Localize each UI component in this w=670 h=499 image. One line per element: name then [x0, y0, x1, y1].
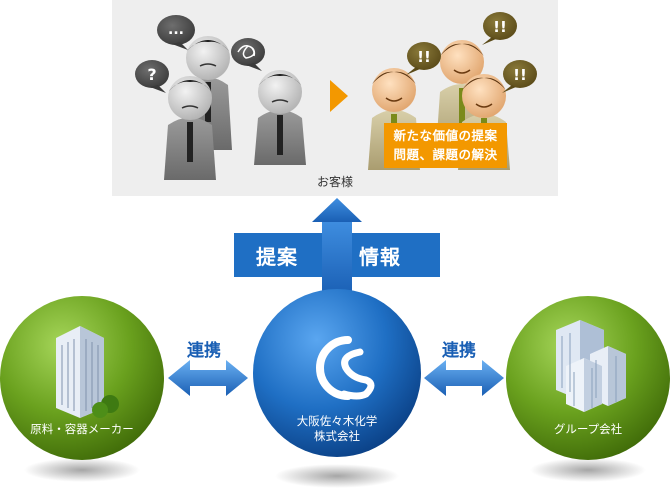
company-circle [253, 289, 421, 457]
solution-line-2: 問題、課題の解決 [393, 147, 498, 162]
office-building-icon [56, 326, 119, 418]
svg-text:...: ... [168, 22, 184, 38]
supplier-label: 原料・容器メーカー [30, 422, 134, 436]
building-cluster-icon [556, 320, 626, 412]
shadow [530, 458, 646, 482]
shadow [24, 458, 140, 482]
right-double-arrow-icon [424, 360, 504, 396]
right-link-label: 連携 [442, 341, 476, 361]
svg-text:!!: !! [493, 18, 507, 36]
left-double-arrow-icon [168, 360, 248, 396]
information-label: 情報 [359, 245, 401, 269]
speech-bubble-exclamation-icon: !! [502, 60, 537, 93]
svg-text:!!: !! [513, 66, 527, 84]
solution-line-1: 新たな価値の提案 [393, 128, 498, 143]
company-name: 大阪佐々木化学 株式会社 [277, 414, 397, 444]
up-arrow-icon [312, 198, 362, 296]
company-logo-icon [316, 336, 375, 400]
worried-person [164, 76, 216, 180]
svg-text:?: ? [147, 65, 156, 84]
left-link-label: 連携 [187, 341, 221, 361]
speech-bubble-exclamation-icon: !! [482, 12, 517, 45]
worried-person [254, 70, 306, 165]
speech-bubble-question-icon: ? [135, 60, 169, 93]
speech-bubble-scribble-icon [231, 38, 265, 71]
customer-label: お客様 [316, 175, 353, 189]
group-company-label: グループ会社 [553, 422, 623, 436]
proposal-label: 提案 [256, 245, 298, 269]
company-name-line-1: 大阪佐々木化学 [296, 414, 378, 428]
shadow [275, 464, 399, 488]
solution-badge: 新たな価値の提案 問題、課題の解決 [384, 123, 507, 168]
transition-arrow-icon [330, 80, 348, 112]
speech-bubble-exclamation-icon: !! [406, 42, 441, 75]
speech-bubble-ellipsis-icon: ... [157, 15, 195, 50]
svg-text:!!: !! [417, 48, 431, 66]
company-name-line-2: 株式会社 [314, 429, 360, 443]
